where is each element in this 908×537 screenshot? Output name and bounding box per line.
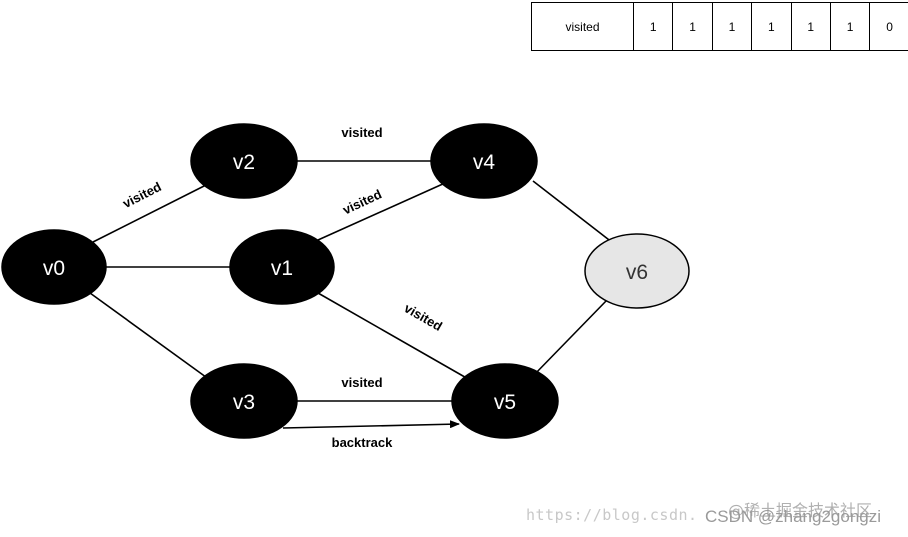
edge-v5-v6 [532, 299, 608, 377]
visited-array-cell-3: 1 [751, 3, 790, 50]
node-v3-label: v3 [233, 391, 255, 414]
visited-array-cell-1: 1 [672, 3, 711, 50]
node-v5-label: v5 [494, 391, 516, 414]
node-v2-label: v2 [233, 151, 255, 174]
edge-v0-v2 [92, 182, 211, 243]
node-v0: v0 [1, 229, 107, 305]
node-v6-label: v6 [626, 261, 648, 284]
watermark-csdn: CSDN @zhang2gongzi [705, 507, 882, 526]
edge-v1-v4 [317, 182, 446, 241]
edge-label-v0-v2: visited [120, 179, 164, 211]
node-v3: v3 [190, 363, 298, 439]
edge-v4-v6 [532, 180, 614, 244]
visited-array-cell-6: 0 [869, 3, 908, 50]
watermark-site: @稀土掘金技术社区 [728, 501, 873, 520]
backtrack-arrow [282, 420, 460, 429]
edge-label-v2-v4: visited [341, 125, 382, 140]
node-v2: v2 [190, 123, 298, 199]
node-v5: v5 [451, 363, 559, 439]
visited-array-label: visited [565, 19, 600, 34]
visited-array-table: visited 1 1 1 1 1 1 0 [531, 2, 908, 51]
node-v1: v1 [229, 229, 335, 305]
node-v4-label: v4 [473, 151, 496, 174]
node-v4: v4 [430, 123, 538, 199]
watermark-url: https://blog.csdn. [526, 506, 698, 524]
backtrack-label: backtrack [332, 435, 393, 450]
visited-array-cell-5: 1 [829, 3, 869, 50]
visited-array-cell-0: 1 [633, 3, 672, 50]
edge-v0-v3 [89, 292, 211, 381]
visited-array-cell-2: 1 [711, 3, 751, 50]
visited-array-cell-4: 1 [790, 3, 830, 50]
edge-label-v1-v5: visited [402, 300, 445, 334]
node-v6: v6 [584, 233, 690, 309]
node-v1-label: v1 [271, 257, 293, 280]
node-v0-label: v0 [43, 257, 65, 280]
edge-label-v3-v5: visited [341, 375, 382, 390]
edge-v1-v5 [317, 292, 471, 381]
